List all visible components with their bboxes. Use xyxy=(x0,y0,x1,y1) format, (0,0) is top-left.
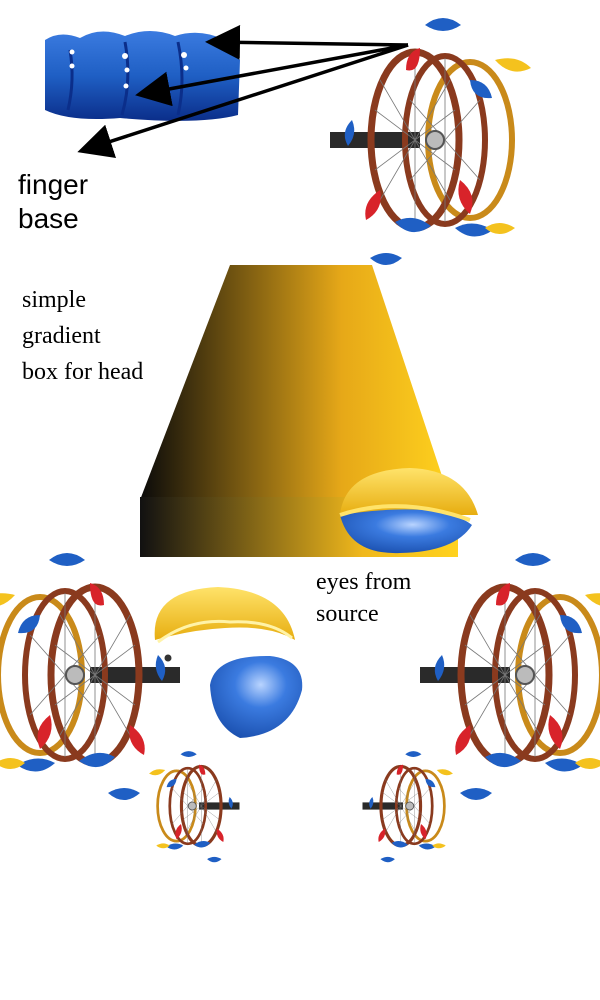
wheel-assembly-small-right-icon xyxy=(0,0,600,1000)
canvas: finger base xyxy=(0,0,600,1000)
